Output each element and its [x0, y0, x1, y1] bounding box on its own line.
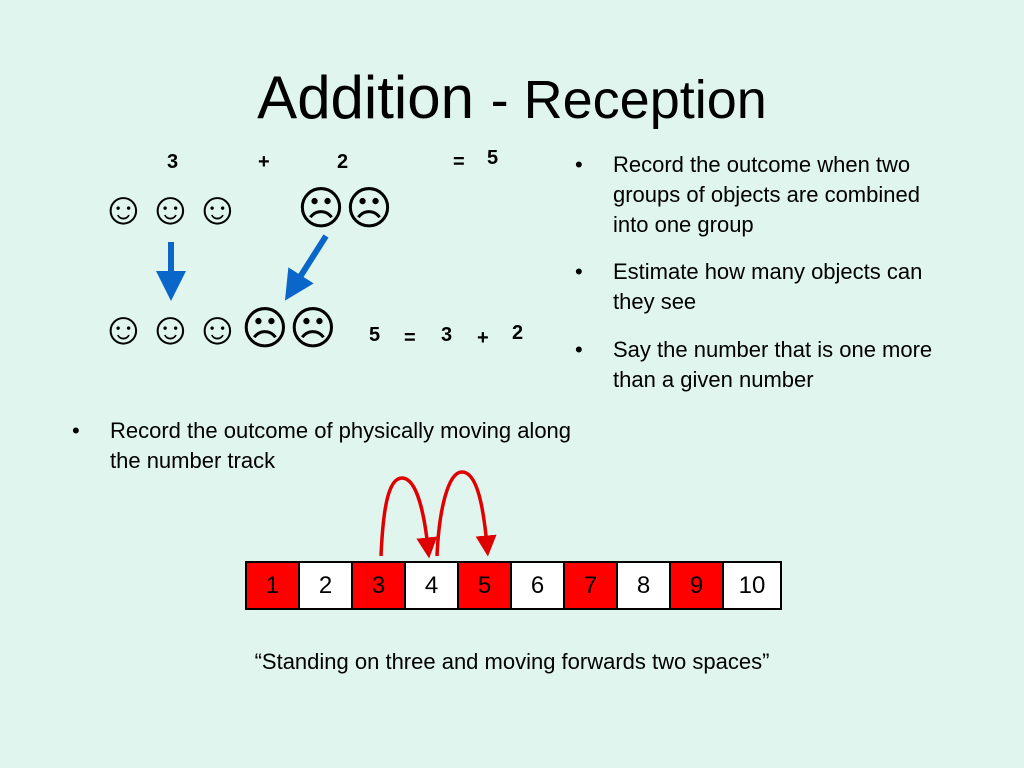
bottom-eq-result: 5 — [369, 324, 381, 346]
bullet-item: • Estimate how many objects can they see — [575, 257, 935, 319]
bullet-text: Record the outcome when two groups of ob… — [613, 152, 920, 237]
bottom-eq-equals: = — [404, 327, 416, 349]
track-cell-label: 6 — [530, 571, 545, 599]
quote-caption: “Standing on three and moving forwards t… — [254, 649, 770, 674]
top-eq-a: 3 — [167, 151, 179, 173]
track-cell: 7 — [565, 563, 618, 608]
track-cell-label: 4 — [424, 571, 439, 599]
track-cell: 6 — [512, 563, 565, 608]
happy-face-icon: ☺ — [146, 302, 194, 354]
happy-face-icon: ☺ — [146, 182, 194, 234]
bullet-dot: • — [575, 337, 583, 362]
bullet-text: Say the number that is one more than a g… — [613, 337, 933, 392]
bullet-item: • Say the number that is one more than a… — [575, 335, 935, 397]
top-eq-result: 5 — [487, 147, 499, 169]
sad-face-icon: ☹ — [297, 182, 345, 234]
track-cell: 5 — [459, 563, 512, 608]
happy-face-icon: ☺ — [193, 302, 241, 354]
top-eq-plus: + — [258, 151, 270, 173]
sad-face-icon: ☹ — [344, 182, 393, 234]
bottom-eq-b: 2 — [512, 322, 524, 344]
track-cell: 3 — [353, 563, 406, 608]
bullet-item: • Record the outcome of physically movin… — [72, 416, 592, 478]
track-cell-label: 7 — [583, 571, 598, 599]
track-cell-label: 2 — [318, 571, 333, 599]
track-cell: 9 — [671, 563, 724, 608]
page-title: Addition - Reception — [0, 58, 1024, 140]
track-cell: 10 — [724, 563, 780, 608]
number-track: 1 2 3 4 5 6 7 8 9 10 — [245, 561, 782, 610]
happy-face-icon: ☺ — [100, 302, 147, 354]
bottom-eq-a: 3 — [441, 324, 453, 346]
face-group-top-b: ☹☹ — [297, 183, 393, 233]
track-cell: 2 — [300, 563, 353, 608]
track-cell-label: 5 — [477, 571, 492, 599]
bullet-text: Record the outcome of physically moving … — [110, 418, 572, 473]
sad-face-icon: ☹ — [240, 302, 289, 354]
track-cell: 4 — [406, 563, 459, 608]
bullet-dot: • — [72, 418, 80, 443]
track-cell-label: 8 — [636, 571, 651, 599]
happy-face-icon: ☺ — [100, 182, 147, 234]
hop-arrow-icon — [379, 476, 438, 559]
top-eq-equals: = — [453, 151, 465, 173]
happy-face-icon: ☺ — [193, 182, 241, 234]
track-cell-label: 10 — [738, 571, 766, 599]
face-group-top-a: ☺☺☺ — [100, 183, 241, 233]
title-main: Addition — [257, 64, 474, 131]
bottom-eq-plus: + — [477, 327, 489, 349]
sad-face-icon: ☹ — [288, 302, 337, 354]
bullet-text: Estimate how many objects can they see — [613, 259, 923, 314]
hop-arrow-icon — [435, 470, 497, 557]
face-group-bottom: ☺☺☺☹☹ — [100, 303, 337, 353]
bullet-dot: • — [575, 259, 583, 284]
bullet-dot: • — [575, 152, 583, 177]
track-cell-label: 3 — [371, 571, 386, 599]
top-eq-b: 2 — [337, 151, 349, 173]
track-cell: 1 — [247, 563, 300, 608]
title-sub: - Reception — [490, 70, 767, 130]
track-cell: 8 — [618, 563, 671, 608]
bullet-item: • Record the outcome when two groups of … — [575, 150, 935, 242]
diagonal-arrow-icon — [284, 234, 329, 301]
track-cell-label: 9 — [689, 571, 704, 599]
track-cell-label: 1 — [265, 571, 280, 599]
